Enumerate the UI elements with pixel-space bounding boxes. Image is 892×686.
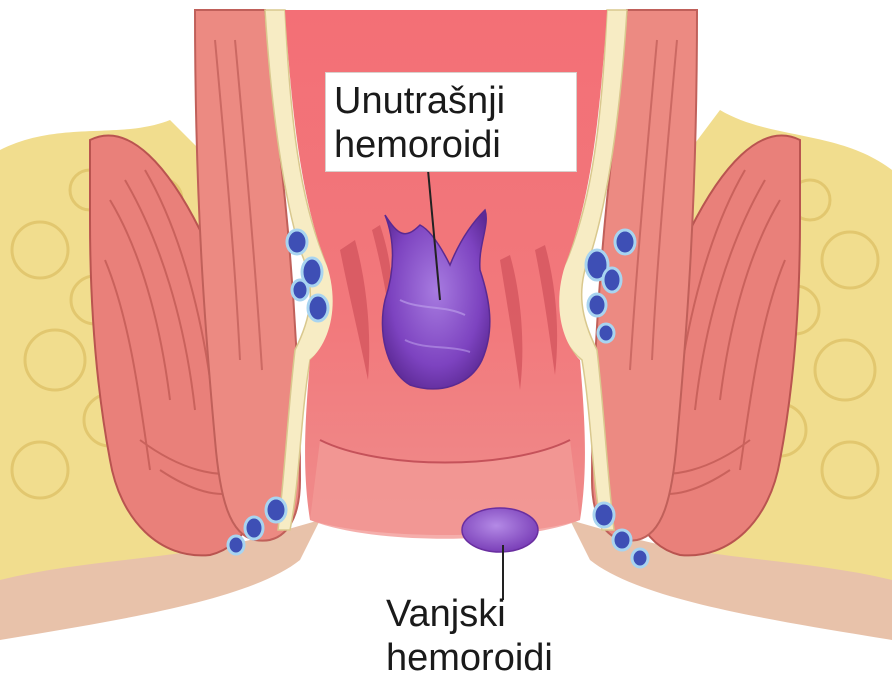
internal-hemorrhoids-label: Unutrašnji hemoroidi <box>325 72 577 172</box>
internal-label-line2: hemoroidi <box>334 123 568 167</box>
external-label-line1: Vanjski <box>386 592 570 636</box>
external-hemorrhoids-label: Vanjski hemoroidi <box>378 592 578 686</box>
external-label-line2: hemoroidi <box>386 636 570 680</box>
external-hemorrhoid <box>462 508 538 552</box>
internal-label-line1: Unutrašnji <box>334 79 568 123</box>
